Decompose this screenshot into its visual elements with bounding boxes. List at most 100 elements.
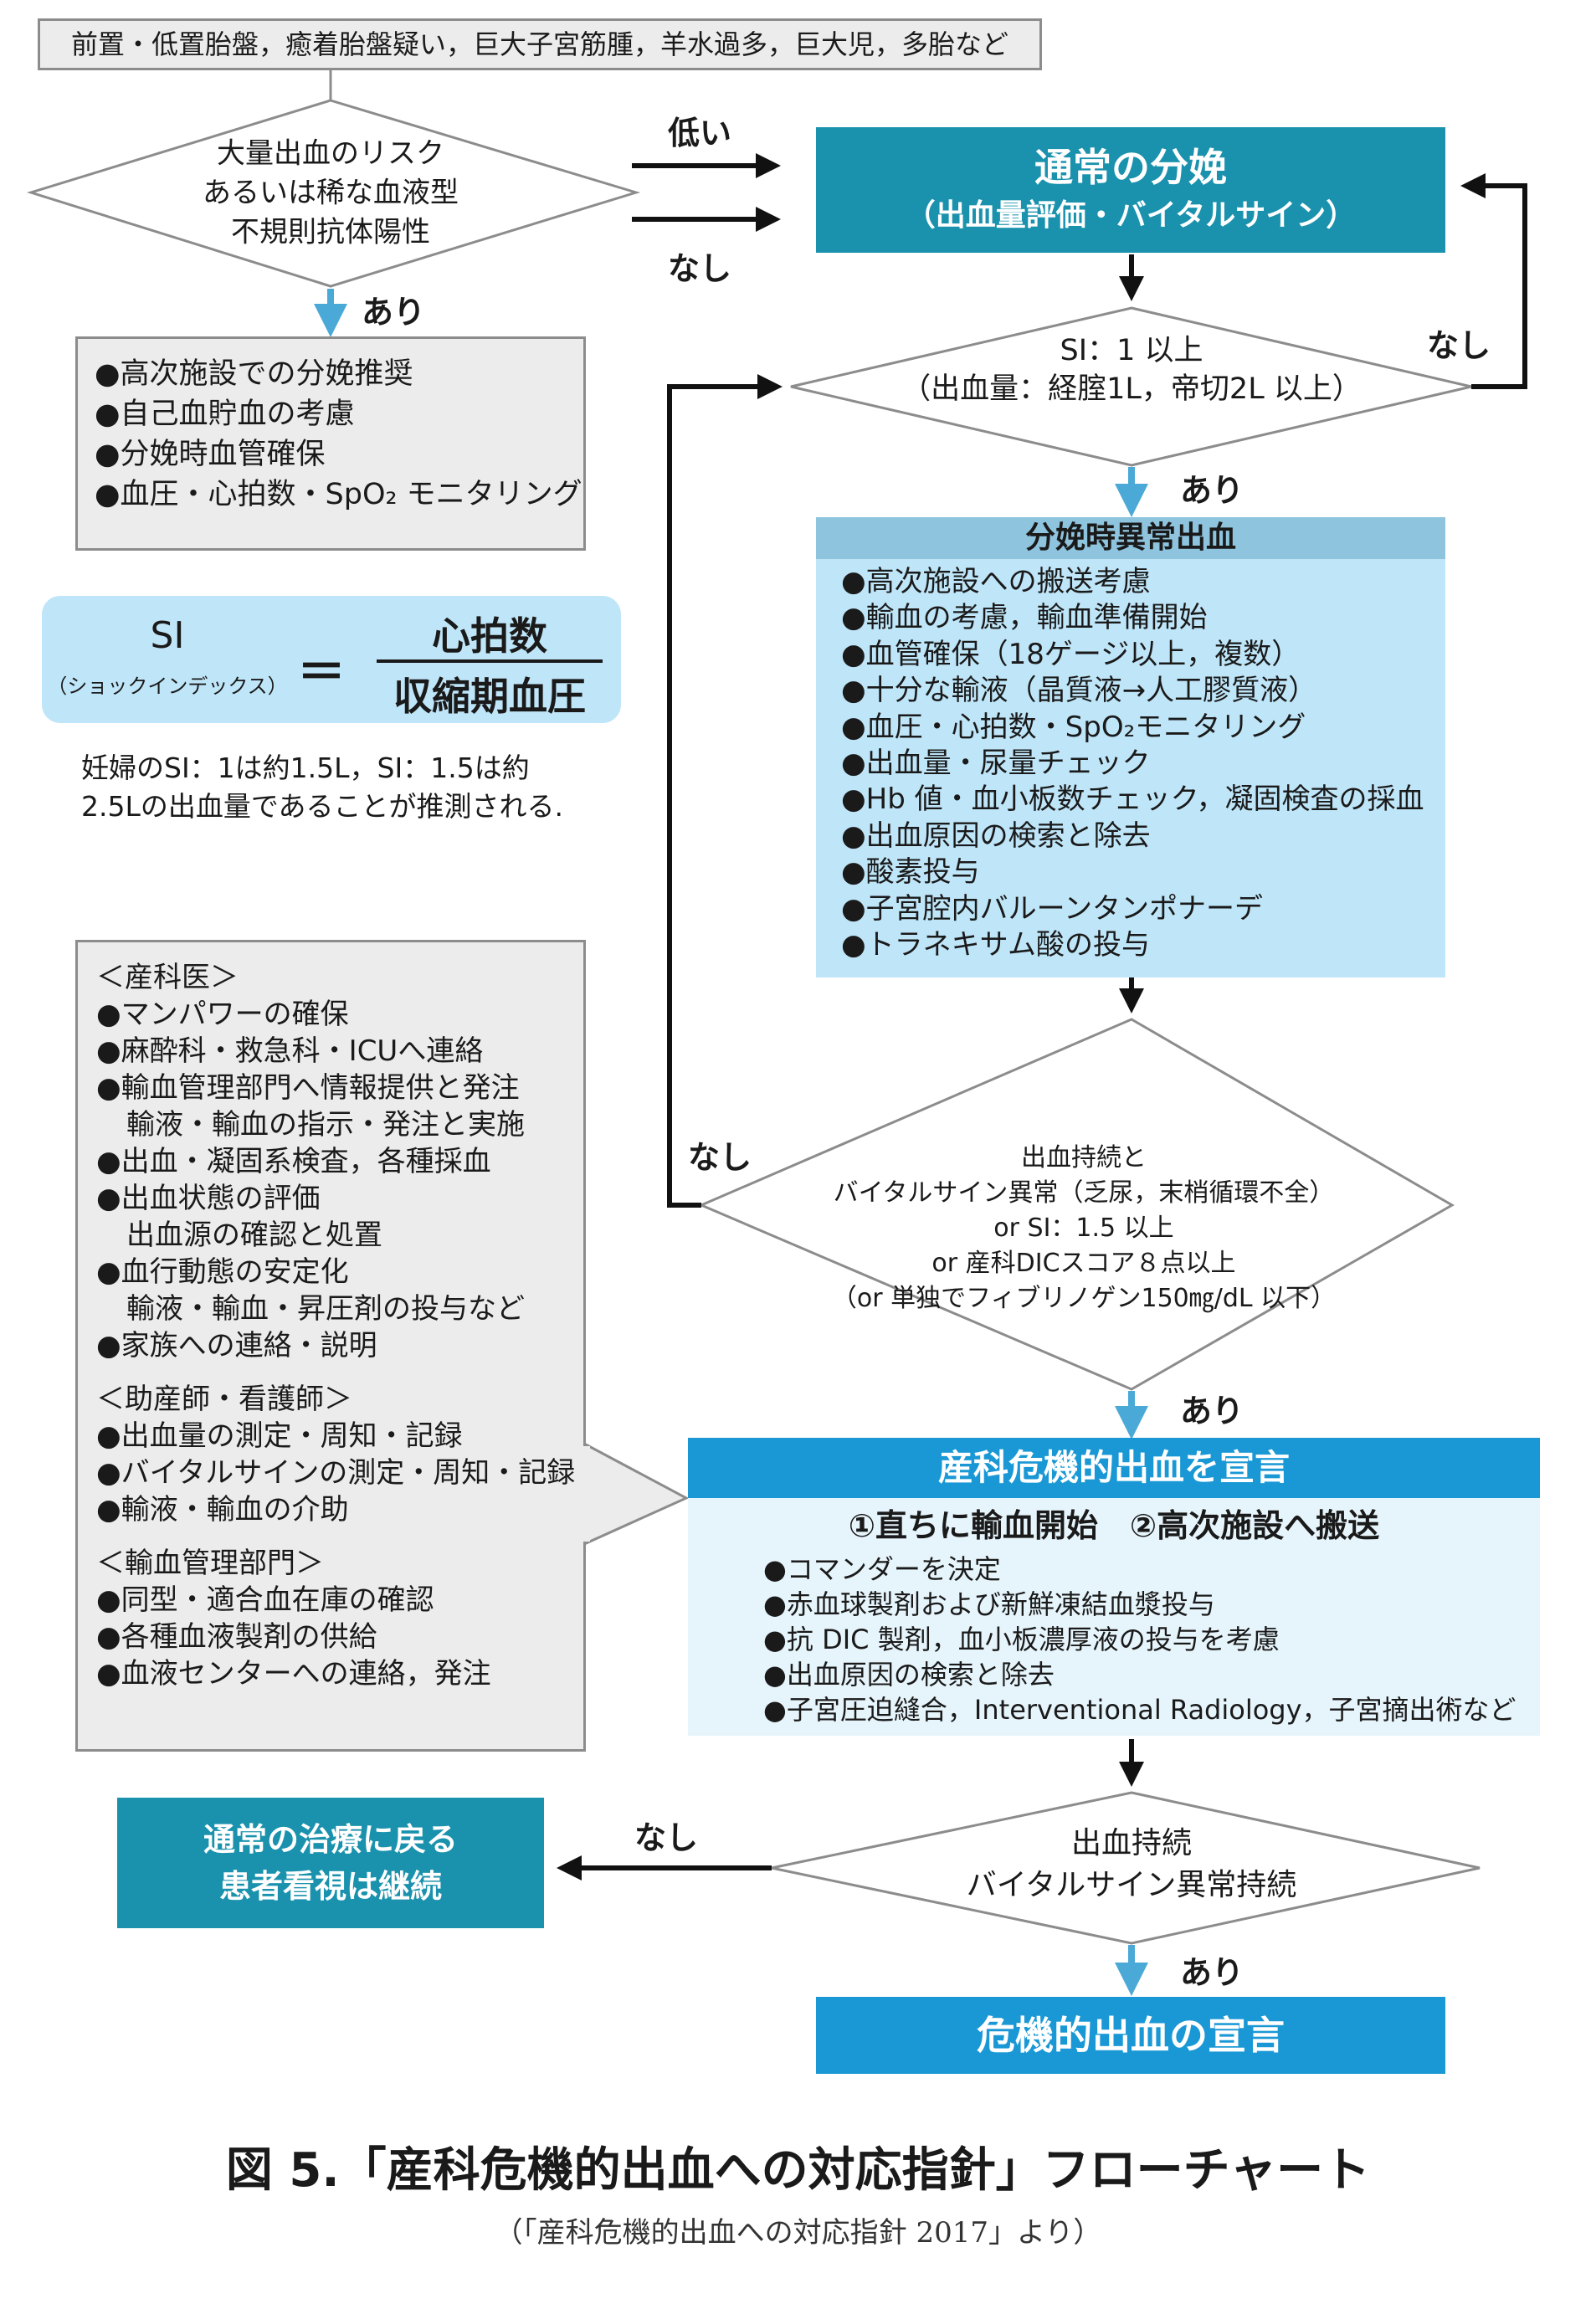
return-to-normal-box: 通常の治療に戻る 患者看視は継続 — [117, 1798, 544, 1928]
crisis-item: ●コマンダーを決定 — [763, 1553, 1001, 1585]
roles-item: ●マンパワーの確保 — [96, 998, 349, 1031]
risk-diamond-text: 大量出血のリスク あるいは稀な血液型 不規則抗体陽性 — [203, 135, 459, 253]
label-low: 低い — [668, 115, 732, 151]
si-note-line-1: 妊婦のSI：1は約1.5L，SI：1.5は約 — [81, 752, 530, 784]
si-diamond-text: SI：1 以上 （出血量：経腟1L，帝切2L 以上） — [901, 331, 1362, 408]
roles-transfusion-heading: ＜輸血管理部門＞ — [96, 1547, 324, 1580]
si-fraction-line — [377, 659, 603, 663]
crisis-declaration-text: 危機的出血の宣言 — [977, 2013, 1285, 2058]
crisis-item: ●子宮圧迫縫合，Interventional Radiology，子宮摘出術など — [763, 1694, 1516, 1726]
risk-line-2: あるいは稀な血液型 — [203, 176, 459, 210]
si-equals: ＝ — [297, 644, 346, 700]
label-none-continue: なし — [688, 1139, 752, 1176]
label-yes-final: あり — [1180, 1954, 1244, 1991]
risk-line-3: 不規則抗体陽性 — [231, 215, 430, 249]
abnormal-bleeding-box: 分娩時異常出血 ●高次施設への搬送考慮 ●輸血の考慮，輸血準備開始 ●血管確保（… — [816, 517, 1445, 977]
normal-delivery-title: 通常の分娩 — [1034, 145, 1227, 190]
risk-item: ●分娩時血管確保 — [95, 438, 326, 471]
obstetric-crisis-actions: ①直ちに輸血開始 ②高次施設へ搬送 — [848, 1507, 1380, 1544]
crisis-item: ●出血原因の検索と除去 — [763, 1659, 1055, 1691]
top-condition-box: 前置・低置胎盤，癒着胎盤疑い，巨大子宮筋腫，羊水過多，巨大児，多胎など — [38, 18, 1042, 70]
risk-action-box: ●高次施設での分娩推奨 ●自己血貯血の考慮 ●分娩時血管確保 ●血圧・心拍数・S… — [75, 336, 586, 551]
risk-item: ●自己血貯血の考慮 — [95, 398, 355, 431]
abnormal-item: ●トラネキサム酸の投与 — [841, 928, 1150, 962]
abnormal-item: ●輸血の考慮，輸血準備開始 — [841, 601, 1208, 635]
roles-item: ●各種血液製剤の供給 — [96, 1620, 377, 1654]
return-line-1: 通常の治療に戻る — [203, 1821, 458, 1858]
si-sublabel: （ショックインデックス） — [47, 675, 288, 698]
label-yes-risk: あり — [362, 294, 426, 331]
roles-item: ●輸液・輸血の介助 — [96, 1493, 349, 1527]
normal-delivery-box: 通常の分娩 （出血量評価・バイタルサイン） — [816, 127, 1445, 253]
continue-line-1: 出血持続と — [1020, 1143, 1147, 1172]
roles-item: 輸液・輸血の指示・発注と実施 — [126, 1108, 525, 1142]
continue-diamond-text: 出血持続と バイタルサイン異常（乏尿，末梢循環不全） or SI：1.5 以上 … — [832, 1141, 1336, 1316]
roles-box: ＜産科医＞ ●マンパワーの確保 ●麻酔科・救急科・ICUへ連絡 ●輸血管理部門へ… — [75, 940, 586, 1752]
normal-delivery-subtitle: （出血量評価・バイタルサイン） — [905, 198, 1357, 233]
crisis-declaration-box: 危機的出血の宣言 — [816, 1997, 1445, 2074]
continue-line-2: バイタルサイン異常（乏尿，末梢循環不全） — [833, 1178, 1335, 1208]
abnormal-item: ●血圧・心拍数・SpO₂モニタリング — [841, 710, 1306, 744]
abnormal-item: ●出血原因の検索と除去 — [841, 818, 1151, 853]
roles-item: ●血液センターへの連絡，発注 — [96, 1657, 491, 1691]
si-note-line-2: 2.5Lの出血量であることが推測される. — [81, 790, 564, 823]
roles-item: ●麻酔科・救急科・ICUへ連絡 — [96, 1034, 484, 1068]
roles-midwife-heading: ＜助産師・看護師＞ — [96, 1383, 352, 1416]
roles-item: ●輸血管理部門へ情報提供と発注 — [96, 1071, 520, 1105]
risk-item: ●高次施設での分娩推奨 — [95, 357, 413, 391]
roles-obstetrician-heading: ＜産科医＞ — [96, 961, 239, 994]
continue-diamond-shape — [698, 1018, 1455, 1391]
si-diamond-shape — [790, 306, 1472, 467]
figure-title: 図 5.「産科危機的出血への対応指針」フローチャート — [225, 2143, 1371, 2198]
risk-line-1: 大量出血のリスク — [217, 136, 444, 171]
arrow-continue-none-loop — [667, 374, 783, 1208]
risk-item: ●血圧・心拍数・SpO₂ モニタリング — [95, 478, 582, 511]
abnormal-item: ●酸素投与 — [841, 855, 980, 890]
roles-item: 輸液・輸血・昇圧剤の投与など — [126, 1292, 525, 1326]
roles-item: ●出血・凝固系検査，各種採血 — [96, 1145, 491, 1178]
label-none-si: なし — [1427, 327, 1491, 364]
crisis-item: ●赤血球製剤および新鮮凍結血漿投与 — [763, 1588, 1215, 1620]
si-denominator: 収縮期血圧 — [393, 674, 586, 719]
label-none-final: なし — [634, 1819, 699, 1856]
roles-item: ●血行動態の安定化 — [96, 1255, 349, 1289]
figure-source: （「産科危機的出血への対応指針 2017」より） — [494, 2216, 1102, 2250]
si-numerator: 心拍数 — [432, 613, 547, 659]
abnormal-item: ●Hb 値・血小板数チェック，凝固検査の採血 — [841, 782, 1424, 817]
roles-item: 出血源の確認と処置 — [126, 1219, 382, 1252]
roles-item: ●出血量の測定・周知・記録 — [96, 1419, 463, 1453]
abnormal-item: ●出血量・尿量チェック — [841, 747, 1151, 781]
continue-line-3: or SI：1.5 以上 — [993, 1214, 1174, 1243]
roles-callout-seam — [580, 1446, 590, 1542]
obstetric-crisis-title: 産科危機的出血を宣言 — [688, 1438, 1540, 1498]
label-none-top: なし — [668, 250, 732, 287]
label-yes-continue: あり — [1180, 1393, 1244, 1429]
arrow-si-none-loop — [1460, 173, 1527, 389]
continue-line-5: （or 単独でフィブリノゲン150㎎/dL 以下） — [831, 1284, 1337, 1313]
continue-line-4: or 産科DICスコア８点以上 — [931, 1249, 1236, 1278]
top-condition-text: 前置・低置胎盤，癒着胎盤疑い，巨大子宮筋腫，羊水過多，巨大児，多胎など — [70, 28, 1008, 60]
roles-item: ●出血状態の評価 — [96, 1182, 321, 1215]
si-line-1: SI：1 以上 — [1060, 334, 1203, 367]
label-yes-si: あり — [1180, 472, 1244, 509]
si-formula-box: SI （ショックインデックス） ＝ 心拍数 収縮期血圧 — [42, 596, 621, 723]
final-line-1: 出血持続 — [1070, 1826, 1192, 1860]
final-diamond-shape — [771, 1791, 1481, 1945]
abnormal-bleeding-title: 分娩時異常出血 — [816, 517, 1445, 559]
roles-item: ●同型・適合血在庫の確認 — [96, 1583, 434, 1617]
final-line-2: バイタルサイン異常持続 — [966, 1868, 1297, 1902]
obstetric-crisis-box: 産科危機的出血を宣言 ①直ちに輸血開始 ②高次施設へ搬送 ●コマンダーを決定 ●… — [688, 1438, 1540, 1736]
roles-item: ●バイタルサインの測定・周知・記録 — [96, 1456, 576, 1490]
abnormal-item: ●十分な輸液（晶質液→人工膠質液） — [841, 674, 1317, 708]
roles-callout-pointer — [582, 1441, 690, 1547]
abnormal-item: ●高次施設への搬送考慮 — [841, 565, 1151, 598]
risk-diamond-shape — [26, 99, 641, 288]
final-diamond-text: 出血持続 バイタルサイン異常持続 — [967, 1823, 1297, 1906]
si-label: SI — [150, 614, 185, 657]
si-line-2: （出血量：経腟1L，帝切2L 以上） — [901, 372, 1362, 406]
roles-item: ●家族への連絡・説明 — [96, 1329, 377, 1362]
si-note: 妊婦のSI：1は約1.5L，SI：1.5は約 2.5Lの出血量であることが推測さ… — [81, 749, 563, 826]
abnormal-item: ●子宮腔内バルーンタンポナーデ — [841, 891, 1263, 926]
abnormal-item: ●血管確保（18ゲージ以上，複数） — [841, 637, 1301, 671]
return-line-2: 患者看視は継続 — [218, 1868, 442, 1905]
